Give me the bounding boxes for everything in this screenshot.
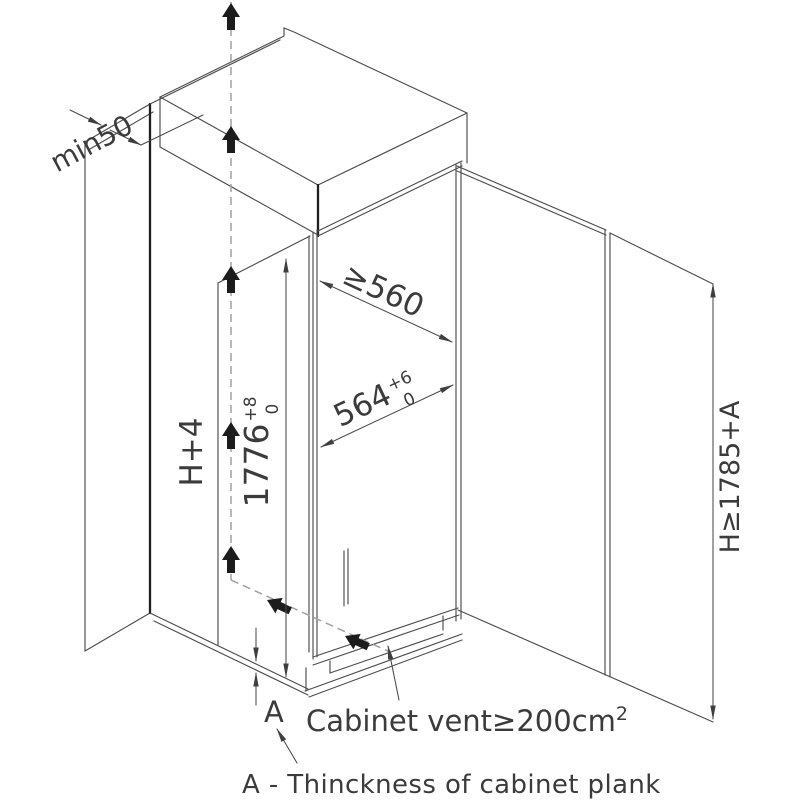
- dimension-side-panel-height: H≥1785+A: [710, 283, 746, 720]
- vent-label-group: Cabinet vent≥200cm2: [306, 645, 628, 738]
- airflow-arrows-vent: [267, 597, 370, 651]
- dimension-width-564: 564+60: [320, 365, 454, 448]
- airflow-up-arrow-icon: [222, 126, 240, 153]
- dimension-plank-a: A: [253, 627, 298, 764]
- min50-arrow-1: [69, 109, 102, 126]
- left-panel-top-edge-inner: [89, 111, 154, 150]
- side-panel-bottom-edge: [457, 609, 714, 723]
- airflow-vent-arrow-icon: [345, 633, 370, 651]
- height-dim-tol-plus: +8: [241, 396, 261, 421]
- min50-arrow-2: [109, 129, 142, 146]
- dimension-door-height: H+4: [174, 417, 210, 486]
- vent-slot-bottom-edge: [329, 633, 444, 674]
- dimension-depth-560: ≥560: [319, 257, 453, 343]
- top-box-bottom-right-edge-inner: [317, 165, 463, 237]
- dimension-min50: min50: [45, 108, 204, 179]
- vent-label-superscript: 2: [616, 703, 628, 725]
- vent-label: Cabinet vent≥200cm2: [306, 703, 628, 738]
- left-panel-top-edge: [84, 103, 151, 143]
- top-box-bottom-left-edge: [159, 146, 319, 236]
- floor-lines: [149, 612, 309, 696]
- side-panel-height-label: H≥1785+A: [715, 400, 746, 553]
- min50-label: min50: [45, 108, 139, 179]
- plinth-bottom-edge-outer: [304, 633, 463, 692]
- width-dim-line: [320, 384, 454, 448]
- airflow-path: [230, 2, 391, 653]
- side-panel-top-edge: [609, 232, 714, 285]
- right-top-edge-outer: [456, 165, 607, 231]
- top-box-bottom-right-edge-outer: [317, 160, 463, 232]
- min50-extension-line: [140, 114, 204, 146]
- plinth-vent: [304, 607, 463, 698]
- top-face-front-edge: [317, 112, 468, 186]
- caption-leader-line: [276, 728, 298, 764]
- floor-line-outer: [149, 612, 309, 690]
- airflow-dashed-bottom: [230, 579, 391, 653]
- height-dim-tol-minus: 0: [263, 404, 283, 415]
- depth-dim-label: ≥560: [337, 257, 429, 325]
- left-door-panel: [84, 102, 154, 652]
- top-face-left-edge: [159, 96, 319, 186]
- right-top-edge-inner: [456, 170, 607, 236]
- right-side-panel: [456, 165, 714, 723]
- width-dim-label: 564+60: [328, 365, 424, 441]
- airflow-up-arrow-icon: [222, 422, 240, 449]
- floor-line-inner: [153, 620, 309, 696]
- top-face-back-edge-with-notch: [159, 27, 468, 114]
- vent-label-text: Cabinet vent≥200cm: [306, 704, 616, 738]
- plank-dim-label: A: [264, 695, 284, 729]
- niche-partitions: [312, 162, 462, 660]
- vent-slot-top-edge: [312, 614, 460, 666]
- plinth-top-edge: [312, 607, 459, 658]
- top-box: [149, 27, 468, 238]
- height-dim-value: 1776: [237, 424, 276, 508]
- airflow-up-arrow-icon: [222, 3, 240, 30]
- plinth-bottom-edge-inner: [308, 639, 463, 698]
- left-panel-bottom-edge: [84, 612, 151, 652]
- width-dim-value: 564: [328, 377, 397, 435]
- airflow-arrows-up: [222, 3, 240, 573]
- vent-leader-line: [387, 645, 400, 701]
- door-height-label: H+4: [174, 417, 210, 486]
- depth-dim-line: [319, 280, 453, 343]
- airflow-up-arrow-icon: [222, 266, 240, 293]
- caption-label: A - Thinckness of cabinet plank: [242, 770, 661, 800]
- airflow-up-arrow-icon: [222, 546, 240, 573]
- back-wall-edge: [149, 39, 281, 105]
